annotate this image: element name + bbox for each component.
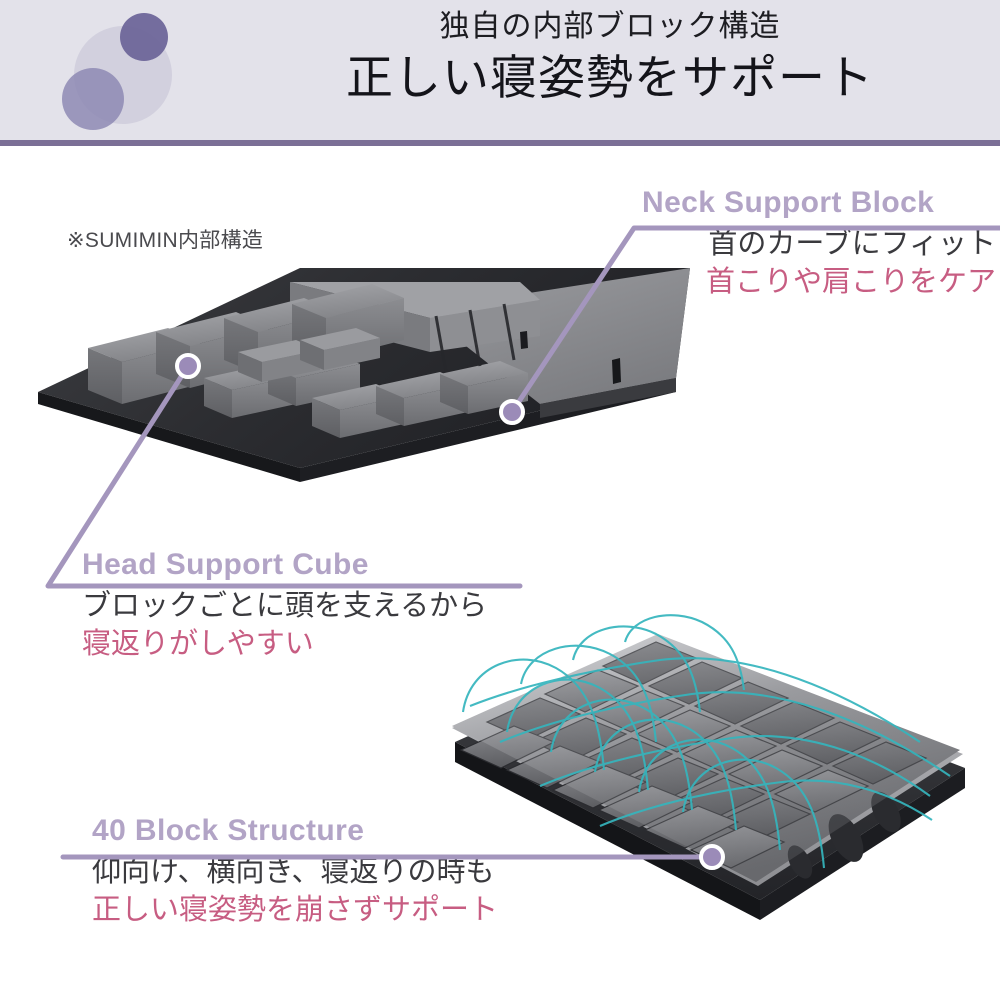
vent-holes — [787, 791, 901, 879]
callout-neck-line1: 首のカーブにフィット — [708, 228, 996, 260]
leader-dot-neck — [499, 399, 525, 425]
callout-neck-title: Neck Support Block — [642, 186, 935, 219]
callout-head-line1: ブロックごとに頭を支えるから — [82, 590, 488, 622]
foam-block-row-mid — [238, 328, 380, 382]
header-subtitle: 独自の内部ブロック構造 — [439, 10, 781, 43]
callout-block40-body: 仰向け、横向き、寝返りの時も 正しい寝姿勢を崩さずサポート — [92, 853, 592, 930]
header-banner: 独自の内部ブロック構造 正しい寝姿勢をサポート — [0, 0, 1000, 146]
callout-neck-line2: 首こりや肩こりをケア — [705, 266, 996, 299]
callout-head-support-cube: Head Support Cube ブロックごとに頭を支えるから 寝返りがしやす… — [82, 548, 552, 664]
inner-structure-note: ※SUMIMIN内部構造 — [67, 229, 264, 252]
callout-neck-support-block: Neck Support Block 首のカーブにフィット 首こりや肩こりをケア — [640, 186, 1000, 302]
foam-block-row-rear — [88, 284, 404, 404]
header-title: 正しい寝姿勢をサポート — [346, 52, 874, 105]
header-divider-rule — [0, 140, 1000, 146]
decor-circle-medium — [62, 68, 124, 130]
leader-dot-block40 — [699, 844, 725, 870]
callout-block40-line2: 正しい寝姿勢を崩さずサポート — [92, 894, 499, 927]
callout-head-body: ブロックごとに頭を支えるから 寝返りがしやすい — [82, 587, 552, 664]
callout-neck-body: 首のカーブにフィット 首こりや肩こりをケア — [640, 225, 1000, 302]
top-product-illustration — [38, 268, 690, 482]
decor-circle-small — [120, 13, 168, 61]
callout-block40-line1: 仰向け、横向き、寝返りの時も — [92, 856, 495, 888]
foam-block-row-front — [204, 352, 528, 438]
callout-head-title: Head Support Cube — [82, 548, 369, 581]
callout-block40-title: 40 Block Structure — [92, 814, 365, 847]
callout-40-block-structure: 40 Block Structure 仰向け、横向き、寝返りの時も 正しい寝姿勢… — [92, 814, 592, 930]
header-text-group: 独自の内部ブロック構造 正しい寝姿勢をサポート — [300, 8, 920, 108]
leader-dot-head — [175, 353, 201, 379]
callout-head-line2: 寝返りがしやすい — [82, 628, 314, 661]
